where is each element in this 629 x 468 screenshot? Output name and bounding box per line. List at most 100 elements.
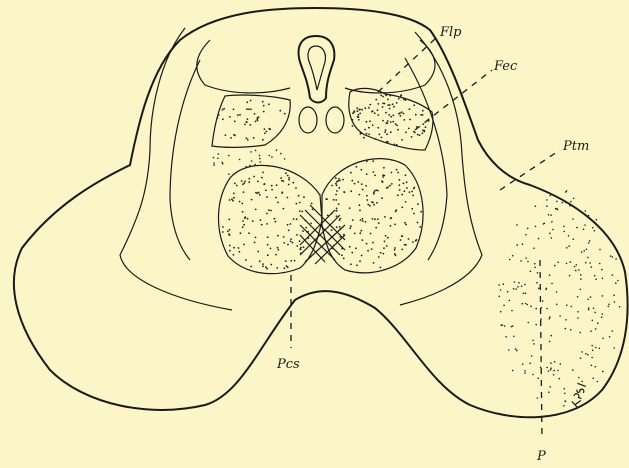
- stipple-dot: [500, 311, 502, 313]
- stipple-dot: [551, 283, 553, 285]
- stipple-dot: [358, 114, 360, 116]
- stipple-dot: [612, 274, 614, 276]
- stipple-dot: [335, 177, 337, 179]
- stipple-dot: [507, 291, 509, 293]
- stipple-dot: [612, 256, 614, 258]
- stipple-dot: [419, 134, 421, 136]
- stipple-dot: [527, 261, 529, 263]
- stipple-dot: [299, 240, 301, 242]
- stipple-dot: [296, 218, 298, 220]
- stipple-dot: [255, 237, 257, 239]
- stipple-dot: [579, 332, 581, 334]
- stipple-dot: [244, 124, 246, 126]
- stipple-dot: [587, 257, 589, 259]
- stipple-dot: [365, 221, 367, 223]
- stipple-dot: [383, 167, 385, 169]
- stipple-dot: [350, 172, 352, 174]
- stipple-dot: [404, 190, 406, 192]
- stipple-dot: [581, 351, 583, 353]
- stipple-dot: [229, 199, 231, 201]
- stipple-dot: [349, 207, 351, 209]
- stipple-dot: [543, 223, 545, 225]
- stipple-dot: [546, 199, 548, 201]
- stipple-dot: [403, 98, 405, 100]
- section-outline: [14, 8, 628, 417]
- stipple-dot: [236, 185, 238, 187]
- stipple-dot: [385, 129, 387, 131]
- stipple-left-triangular-nucleus: [217, 100, 286, 141]
- stipple-dot: [505, 336, 507, 338]
- stipple-dot: [288, 177, 290, 179]
- stipple-dot: [213, 157, 215, 159]
- stipple-dot: [556, 201, 558, 203]
- stipple-dot: [335, 183, 337, 185]
- stipple-dot: [549, 341, 551, 343]
- stipple-dot: [361, 183, 363, 185]
- stipple-dot: [593, 308, 595, 310]
- stipple-dot: [228, 219, 230, 221]
- stipple-dot: [413, 104, 415, 106]
- stipple-dot: [566, 263, 568, 265]
- stipple-dot: [556, 304, 558, 306]
- stipple-dot: [395, 209, 397, 211]
- stipple-dot: [280, 153, 282, 155]
- stipple-dot: [382, 106, 384, 108]
- label-fec: Fec: [493, 59, 518, 74]
- stipple-dot: [399, 189, 401, 191]
- stipple-dot: [255, 121, 257, 123]
- stipple-dot: [283, 267, 285, 269]
- stipple-dot: [239, 251, 241, 253]
- stipple-dot: [390, 121, 392, 123]
- stipple-dot: [401, 206, 403, 208]
- stipple-dot: [583, 229, 585, 231]
- stipple-dot: [390, 131, 392, 133]
- stipple-dot: [363, 137, 365, 139]
- stipple-dot: [396, 169, 398, 171]
- stipple-dot: [594, 312, 596, 314]
- stipple-dot: [233, 193, 235, 195]
- stipple-dot: [331, 229, 333, 231]
- stipple-dot: [619, 306, 621, 308]
- stipple-dot: [371, 201, 373, 203]
- stipple-dot: [536, 282, 538, 284]
- stipple-dot: [253, 137, 255, 139]
- stipple-dot: [307, 237, 309, 239]
- stipple-dot: [340, 228, 342, 230]
- stipple-dot: [356, 110, 358, 112]
- stipple-dot: [378, 256, 380, 258]
- stipple-dot: [356, 166, 358, 168]
- stipple-dot: [602, 338, 604, 340]
- stipple-dot: [570, 329, 572, 331]
- stipple-dot: [532, 340, 534, 342]
- stipple-dot: [409, 191, 411, 193]
- stipple-dot: [401, 139, 403, 141]
- stipple-dot: [358, 109, 360, 111]
- stipple-dot: [612, 330, 614, 332]
- stipple-dot: [246, 121, 248, 123]
- stipple-dot: [243, 244, 245, 246]
- stipple-dot: [353, 110, 355, 112]
- stipple-dot: [585, 262, 587, 264]
- stipple-dot: [384, 103, 386, 105]
- stipple-dot: [573, 238, 575, 240]
- stipple-dot: [537, 397, 539, 399]
- stipple-dot: [384, 216, 386, 218]
- stipple-dot: [275, 221, 277, 223]
- stipple-dot: [525, 257, 527, 259]
- stipple-dot: [542, 300, 544, 302]
- stipple-dot: [587, 354, 589, 356]
- stipple-dot: [398, 98, 400, 100]
- stipple-dot: [267, 244, 269, 246]
- stipple-dot: [258, 116, 260, 118]
- stipple-dot: [556, 208, 558, 210]
- stipple-dot: [401, 194, 403, 196]
- stipple-dot: [252, 220, 254, 222]
- stipple-dot: [372, 110, 374, 112]
- stipple-dot: [237, 114, 239, 116]
- stipple-dot: [395, 123, 397, 125]
- stipple-dot: [549, 316, 551, 318]
- leader-fec: [415, 70, 492, 130]
- stipple-dot: [397, 194, 399, 196]
- stipple-dot: [590, 296, 592, 298]
- stipple-dot: [264, 133, 266, 135]
